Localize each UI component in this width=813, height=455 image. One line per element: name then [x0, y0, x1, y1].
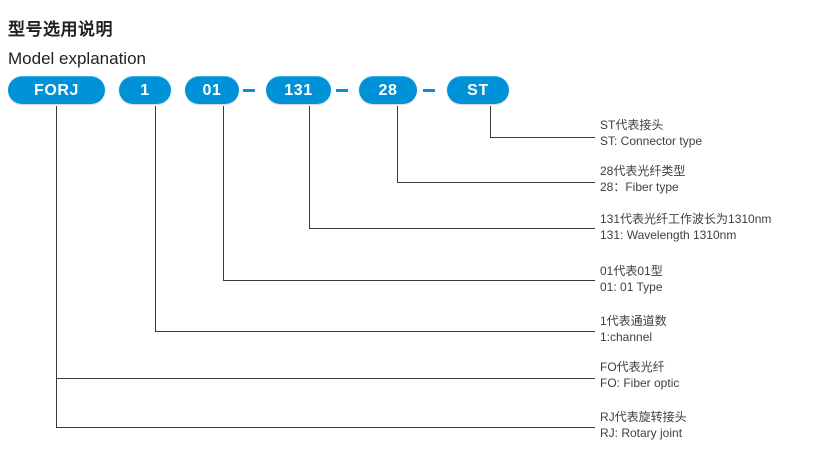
leader-line-horizontal-rj [56, 427, 595, 428]
annotation-cn-st: ST代表接头 [600, 118, 664, 132]
page-title-cn: 型号选用说明 [8, 20, 113, 40]
annotation-cn-131: 131代表光纤工作波长为1310nm [600, 212, 772, 226]
leader-line-vertical-1 [155, 106, 156, 331]
code-segment-131[interactable]: 131 [266, 76, 331, 104]
leader-line-vertical-28 [397, 106, 398, 182]
annotation-en-131: 131: Wavelength 1310nm [600, 228, 737, 242]
code-segment-28[interactable]: 28 [359, 76, 417, 104]
annotation-cn-01: 01代表01型 [600, 264, 663, 278]
annotation-cn-28: 28代表光纤类型 [600, 164, 686, 178]
leader-line-horizontal-1 [155, 331, 595, 332]
code-separator-dash [423, 89, 435, 92]
leader-line-vertical-01 [223, 106, 224, 280]
annotation-rj: RJ代表旋转接头 RJ: Rotary joint [600, 409, 687, 441]
annotation-1: 1代表通道数 1:channel [600, 313, 667, 345]
leader-line-horizontal-fo [56, 378, 595, 379]
annotation-cn-1: 1代表通道数 [600, 314, 667, 328]
annotation-01: 01代表01型 01: 01 Type [600, 263, 663, 295]
annotation-en-st: ST: Connector type [600, 134, 703, 148]
annotation-en-28: 28：Fiber type [600, 180, 679, 194]
annotation-st: ST代表接头 ST: Connector type [600, 117, 702, 149]
code-segment-1[interactable]: 1 [119, 76, 171, 104]
leader-line-horizontal-28 [397, 182, 595, 183]
leader-line-vertical-rj [56, 106, 57, 427]
leader-line-vertical-st [490, 106, 491, 137]
annotation-28: 28代表光纤类型 28：Fiber type [600, 163, 685, 195]
leader-line-horizontal-st [490, 137, 595, 138]
annotation-en-rj: RJ: Rotary joint [600, 426, 683, 440]
code-segment-st[interactable]: ST [447, 76, 509, 104]
leader-line-horizontal-01 [223, 280, 595, 281]
annotation-en-fo: FO: Fiber optic [600, 376, 680, 390]
leader-line-vertical-131 [309, 106, 310, 228]
code-segment-forj[interactable]: FORJ [8, 76, 105, 104]
annotation-cn-fo: FO代表光纤 [600, 360, 665, 374]
page-title-en: Model explanation [8, 49, 146, 69]
code-segment-01[interactable]: 01 [185, 76, 239, 104]
annotation-en-01: 01: 01 Type [600, 280, 663, 294]
annotation-cn-rj: RJ代表旋转接头 [600, 410, 687, 424]
code-separator-dash [336, 89, 348, 92]
annotation-131: 131代表光纤工作波长为1310nm 131: Wavelength 1310nm [600, 211, 771, 243]
annotation-fo: FO代表光纤 FO: Fiber optic [600, 359, 679, 391]
leader-line-horizontal-131 [309, 228, 595, 229]
annotation-en-1: 1:channel [600, 330, 653, 344]
code-separator-dash [243, 89, 255, 92]
